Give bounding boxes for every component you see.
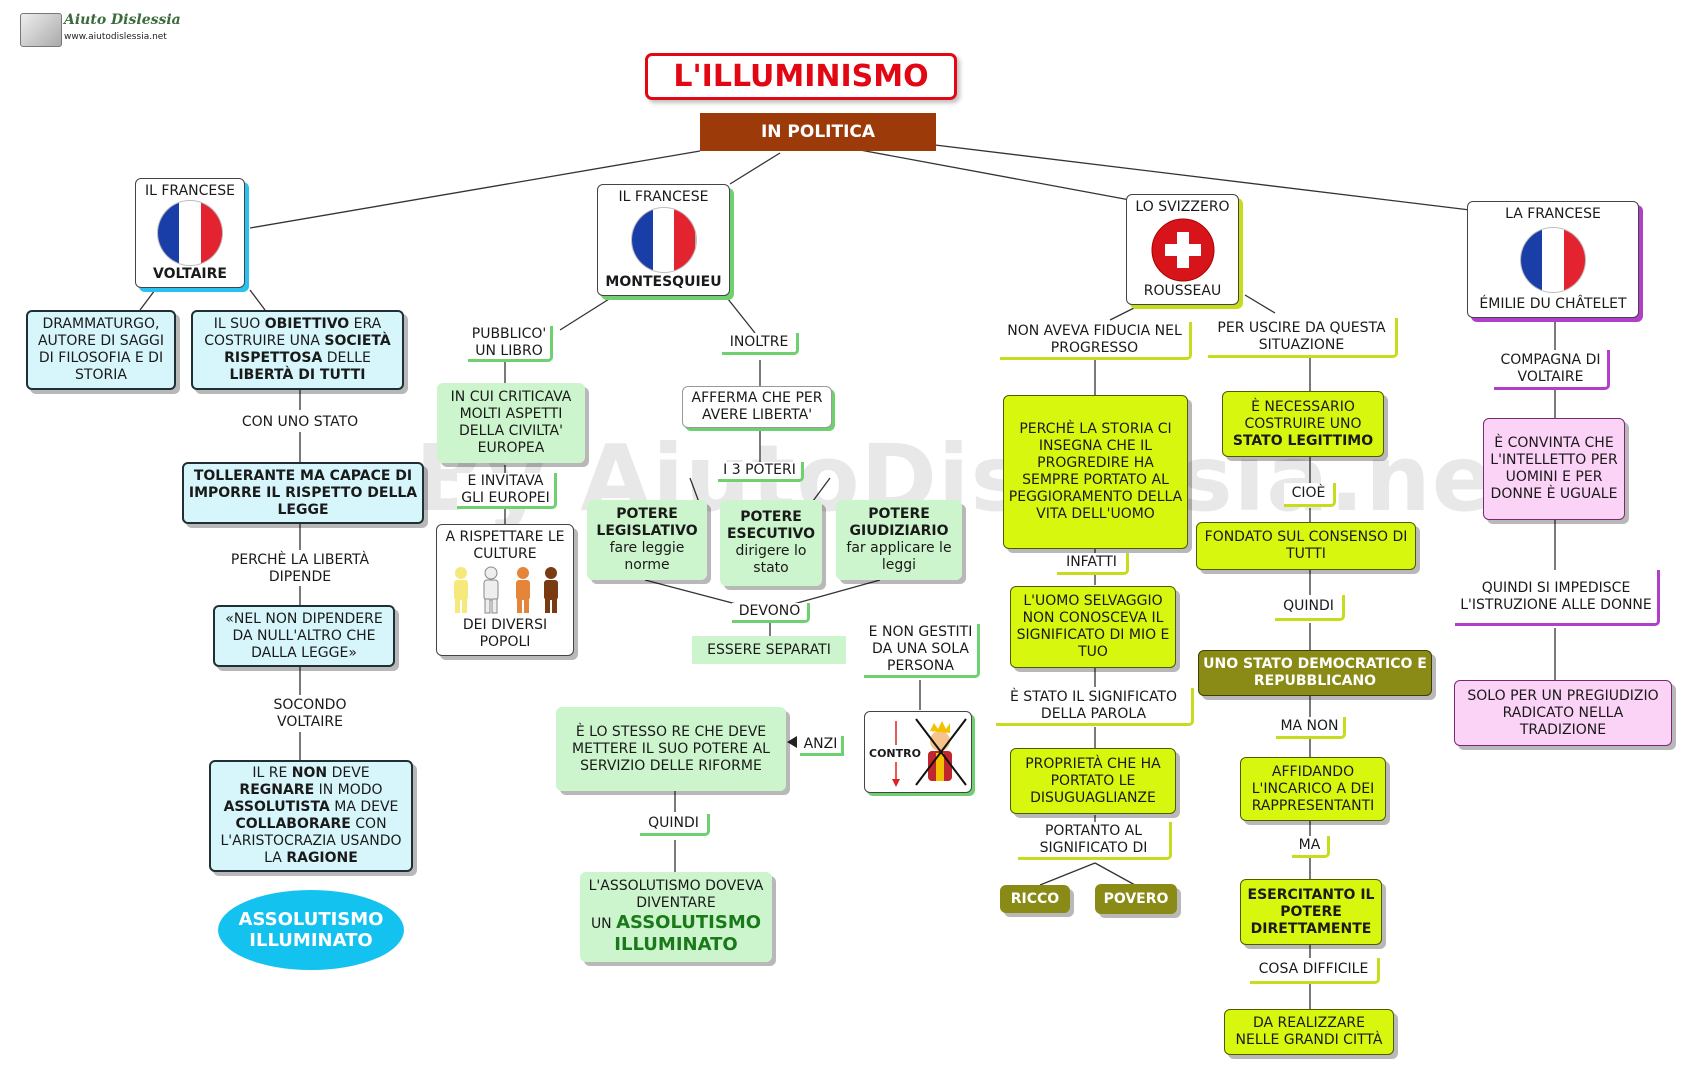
rousseau-link-bringing: PORTANTO AL SIGNIFICATO DI <box>1018 822 1172 860</box>
montesquieu-respect: A RISPETTARE LE CULTURE DEI DIVERSI POPO… <box>436 524 574 656</box>
voltaire-link-according: SOCONDO VOLTAIRE <box>255 697 365 731</box>
montesquieu-card: IL FRANCESE MONTESQUIEU <box>597 184 730 296</box>
voltaire-oval: ASSOLUTISMO ILLUMINATO <box>218 890 404 970</box>
montesquieu-absolutism: L'ASSOLUTISMO DOVEVA DIVENTARE UN ASSOLU… <box>580 872 772 962</box>
montesquieu-book: IN CUI CRITICAVA MOLTI ASPETTI DELLA CIV… <box>437 383 585 463</box>
chatelet-header: LA FRANCESE <box>1505 206 1601 222</box>
rousseau-consent: FONDATO SUL CONSENSO DI TUTTI <box>1196 522 1416 570</box>
rousseau-cities: DA REALIZZARE NELLE GRANDI CITTÀ <box>1224 1009 1394 1055</box>
rousseau-property: PROPRIETÀ CHE HA PORTATO LE DISUGUAGLIAN… <box>1010 748 1176 814</box>
montesquieu-link-invite: E INVITAVA GLI EUROPEI <box>457 473 557 509</box>
france-flag-icon <box>631 208 696 272</box>
logo-book-icon <box>20 13 62 47</box>
voltaire-link-state: CON UNO STATO <box>225 412 375 432</box>
rousseau-card: LO SVIZZERO ROUSSEAU <box>1126 194 1239 305</box>
voltaire-goal: IL SUO OBIETTIVO ERA COSTRUIRE UNA SOCIE… <box>191 310 404 390</box>
logo-url: www.aiutodislessia.net <box>64 32 167 42</box>
montesquieu-link-then: QUINDI <box>640 814 710 836</box>
voltaire-bio: DRAMMATURGO, AUTORE DI SAGGI DI FILOSOFI… <box>26 310 176 390</box>
rousseau-header: LO SVIZZERO <box>1135 199 1230 215</box>
montesquieu-link-powers: I 3 POTERI <box>718 462 804 482</box>
voltaire-link-why: PERCHÈ LA LIBERTÀ DIPENDE <box>215 552 385 586</box>
logo: Aiuto Dislessia www.aiutodislessia.net <box>20 11 181 47</box>
voltaire-card: IL FRANCESE VOLTAIRE <box>135 178 245 288</box>
montesquieu-header: IL FRANCESE <box>618 189 709 205</box>
rousseau-name: ROUSSEAU <box>1143 283 1222 299</box>
montesquieu-claim: AFFERMA CHE PER AVERE LIBERTA' <box>682 386 832 428</box>
rousseau-link-exit: PER USCIRE DA QUESTA SITUAZIONE <box>1208 318 1398 358</box>
montesquieu-link-also: INOLTRE <box>722 333 799 355</box>
montesquieu-link-book: PUBBLICO' UN LIBRO <box>468 326 553 362</box>
rousseau-link-but: MA <box>1292 836 1330 858</box>
voltaire-king: IL RE NON DEVE REGNARE IN MODO ASSOLUTIS… <box>209 760 413 872</box>
chatelet-card: LA FRANCESE ÉMILIE DU CHÂTELET <box>1467 201 1639 318</box>
no-king-icon <box>892 718 967 787</box>
chatelet-prejudice: SOLO PER UN PREGIUDIZIO RADICATO NELLA T… <box>1454 680 1672 746</box>
montesquieu-separate: ESSERE SEPARATI <box>692 636 846 664</box>
chatelet-link-companion: COMPAGNA DI VOLTAIRE <box>1494 350 1610 390</box>
montesquieu-same-king: È LO STESSO RE CHE DEVE METTERE IL SUO P… <box>556 707 786 791</box>
montesquieu-name: MONTESQUIEU <box>605 274 722 290</box>
rousseau-rich: RICCO <box>1000 885 1070 913</box>
rousseau-link-that-is: CIOÈ <box>1284 483 1336 507</box>
france-flag-icon <box>1521 227 1585 292</box>
contro-label: CONTRO <box>869 745 921 762</box>
swiss-flag-icon <box>1151 218 1214 281</box>
rousseau-link-indeed: INFATTI <box>1057 553 1129 575</box>
chatelet-belief: È CONVINTA CHE L'INTELLETTO PER UOMINI E… <box>1483 418 1625 520</box>
logo-name: Aiuto Dislessia <box>64 12 181 28</box>
chatelet-link-prevented: QUINDI SI IMPEDISCE L'ISTRUZIONE ALLE DO… <box>1455 570 1660 626</box>
chatelet-name: ÉMILIE DU CHÂTELET <box>1479 296 1627 312</box>
voltaire-state: TOLLERANTE MA CAPACE DI IMPORRE IL RISPE… <box>182 462 424 524</box>
rousseau-democratic: UNO STATO DEMOCRATICO E REPUBBLICANO <box>1198 650 1432 696</box>
rousseau-direct: ESERCITANTO IL POTERE DIRETTAMENTE <box>1240 879 1382 945</box>
rousseau-link-progress: NON AVEVA FIDUCIA NEL PROGRESSO <box>1000 322 1192 360</box>
voltaire-header: IL FRANCESE <box>145 183 235 199</box>
rousseau-link-but-not: MA NON <box>1276 717 1346 739</box>
montesquieu-link-anzi: ANZI <box>800 736 844 756</box>
voltaire-name: VOLTAIRE <box>153 266 227 282</box>
rousseau-link-difficult: COSA DIFFICILE <box>1250 958 1380 984</box>
rousseau-link-meaning: È STATO IL SIGNIFICATO DELLA PAROLA <box>996 688 1194 726</box>
rousseau-why: PERCHÈ LA STORIA CI INSEGNA CHE IL PROGR… <box>1003 395 1188 549</box>
rousseau-entrust: AFFIDANDO L'INCARICO A DEI RAPPRESENTANT… <box>1240 757 1386 821</box>
people-icon <box>454 566 558 614</box>
page-title: L'ILLUMINISMO <box>645 53 957 100</box>
rousseau-link-therefore: QUINDI <box>1275 595 1345 621</box>
rousseau-poor: POVERO <box>1095 884 1177 914</box>
france-flag-icon <box>158 201 222 265</box>
rousseau-savage: L'UOMO SELVAGGIO NON CONOSCEVA IL SIGNIF… <box>1010 586 1176 668</box>
voltaire-quote: «NEL NON DIPENDERE DA NULL'ALTRO CHE DAL… <box>213 605 395 667</box>
montesquieu-link-must: DEVONO <box>732 603 810 623</box>
montesquieu-contro-card: CONTRO <box>864 711 972 793</box>
page-subtitle: IN POLITICA <box>700 113 936 151</box>
montesquieu-link-not-managed: E NON GESTITI DA UNA SOLA PERSONA <box>864 624 980 678</box>
